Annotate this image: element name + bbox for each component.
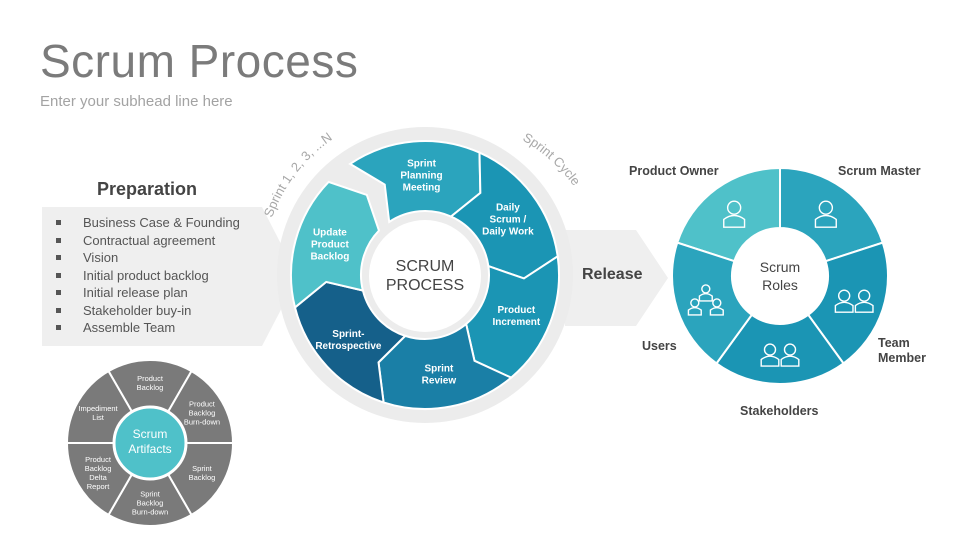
users-icon	[698, 284, 713, 302]
users-icon	[687, 298, 702, 316]
page-subhead: Enter your subhead line here	[40, 93, 233, 110]
preparation-item: Initial release plan	[56, 284, 240, 302]
preparation-arrow	[42, 207, 298, 346]
scrum-master-icon	[814, 200, 837, 228]
process-center-circle	[369, 220, 481, 332]
preparation-list: Business Case & Founding Contractual agr…	[56, 214, 240, 337]
stakeholders-icon	[760, 343, 780, 367]
process-center-line2: PROCESS	[386, 277, 464, 294]
role-label-users: Users	[642, 339, 677, 353]
roles-center-line1: Scrum	[760, 259, 800, 275]
bullet-icon	[56, 290, 61, 296]
process-segment	[290, 180, 381, 310]
role-segments	[671, 166, 889, 385]
artifacts-center-line2: Artifacts	[128, 442, 171, 456]
preparation-item: Business Case & Founding	[56, 214, 240, 232]
role-icons	[687, 200, 874, 367]
users-icon	[709, 298, 724, 316]
preparation-item: Vision	[56, 249, 240, 267]
roles-center-line2: Roles	[762, 277, 798, 293]
page-title: Scrum Process	[40, 35, 359, 87]
stakeholders-icon	[780, 343, 800, 367]
preparation-item: Initial product backlog	[56, 267, 240, 285]
preparation-item: Assemble Team	[56, 319, 240, 337]
team-member-icon	[834, 289, 854, 313]
bullet-icon	[56, 325, 61, 331]
release-label: Release	[582, 266, 643, 283]
bullet-icon	[56, 272, 61, 278]
preparation-item: Stakeholder buy-in	[56, 302, 240, 320]
artifacts-center-circle	[112, 405, 188, 481]
role-label-stakeholders: Stakeholders	[740, 404, 819, 418]
artifacts-center-line1: Scrum	[133, 427, 168, 441]
process-segment-label: Sprint-Retrospective	[315, 329, 382, 352]
role-label-product-owner: Product Owner	[629, 164, 719, 178]
bullet-icon	[56, 237, 61, 243]
process-center-line1: SCRUM	[396, 258, 455, 275]
roles-center-circle	[732, 228, 828, 324]
bullet-icon	[56, 255, 61, 261]
bullet-icon	[56, 220, 61, 226]
release-arrow	[565, 230, 668, 326]
role-label-team-member: Team Member	[878, 336, 926, 365]
bullet-icon	[56, 307, 61, 313]
preparation-title: Preparation	[97, 179, 198, 199]
role-label-scrum-master: Scrum Master	[838, 164, 921, 178]
product-owner-icon	[723, 200, 746, 228]
preparation-item: Contractual agreement	[56, 232, 240, 250]
team-member-icon	[854, 289, 874, 313]
